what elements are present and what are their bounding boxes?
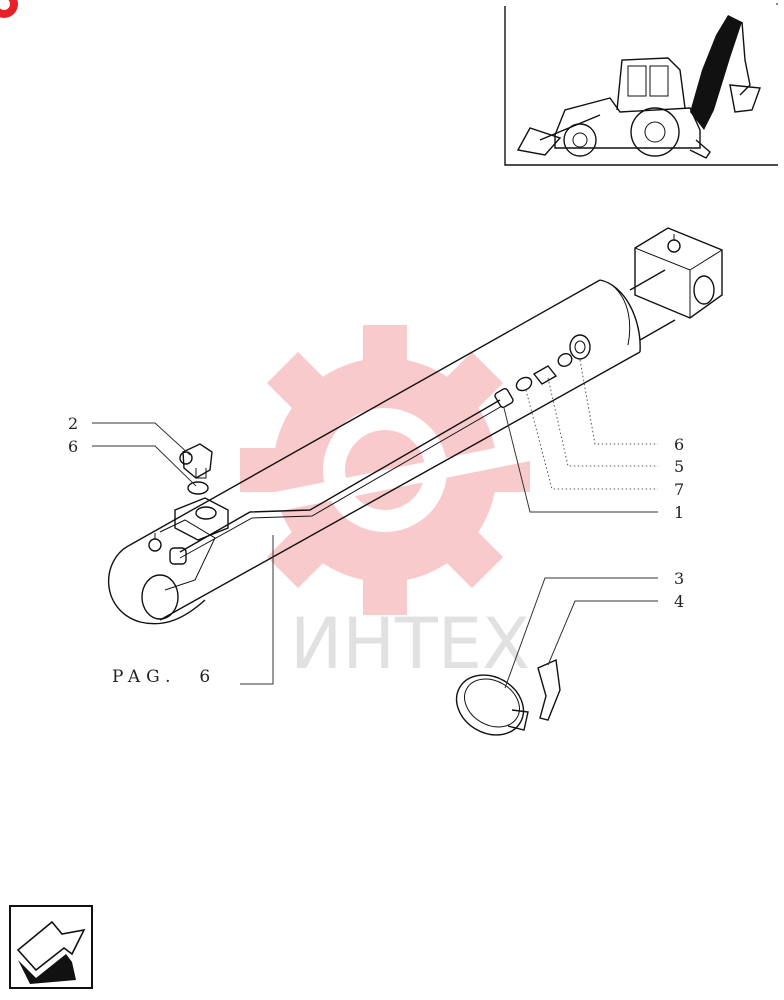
shim-part-4 bbox=[537, 658, 561, 721]
callout-4: 4 bbox=[674, 592, 684, 611]
o-ring-part-7 bbox=[515, 376, 533, 392]
pipe-part-1 bbox=[169, 387, 514, 565]
clamp-part-3 bbox=[455, 674, 529, 736]
callout-6-right: 6 bbox=[674, 435, 684, 454]
next-page-arrow-icon[interactable] bbox=[9, 905, 93, 989]
callout-1: 1 bbox=[674, 503, 684, 522]
watermark-gear-icon bbox=[235, 325, 535, 615]
elbow-fitting-part-2 bbox=[179, 443, 213, 479]
callout-5: 5 bbox=[674, 457, 684, 476]
watermark-text: ИНТЕХ bbox=[290, 603, 530, 685]
adapter-part-5 bbox=[532, 365, 558, 385]
right-fittings bbox=[515, 353, 573, 392]
callout-3: 3 bbox=[674, 569, 684, 588]
watermark: ИНТЕХ bbox=[235, 325, 535, 685]
o-ring-part-6 bbox=[557, 353, 573, 367]
callout-2: 2 bbox=[68, 414, 78, 433]
corner-badge-icon bbox=[0, 0, 18, 18]
machine-thumbnail-icon bbox=[504, 3, 778, 166]
o-ring-left bbox=[187, 481, 209, 495]
callout-6-left: 6 bbox=[68, 437, 78, 456]
hydraulic-cylinder bbox=[108, 227, 723, 625]
callout-7: 7 bbox=[674, 480, 684, 499]
page-reference-label: PAG. 6 bbox=[112, 667, 216, 687]
